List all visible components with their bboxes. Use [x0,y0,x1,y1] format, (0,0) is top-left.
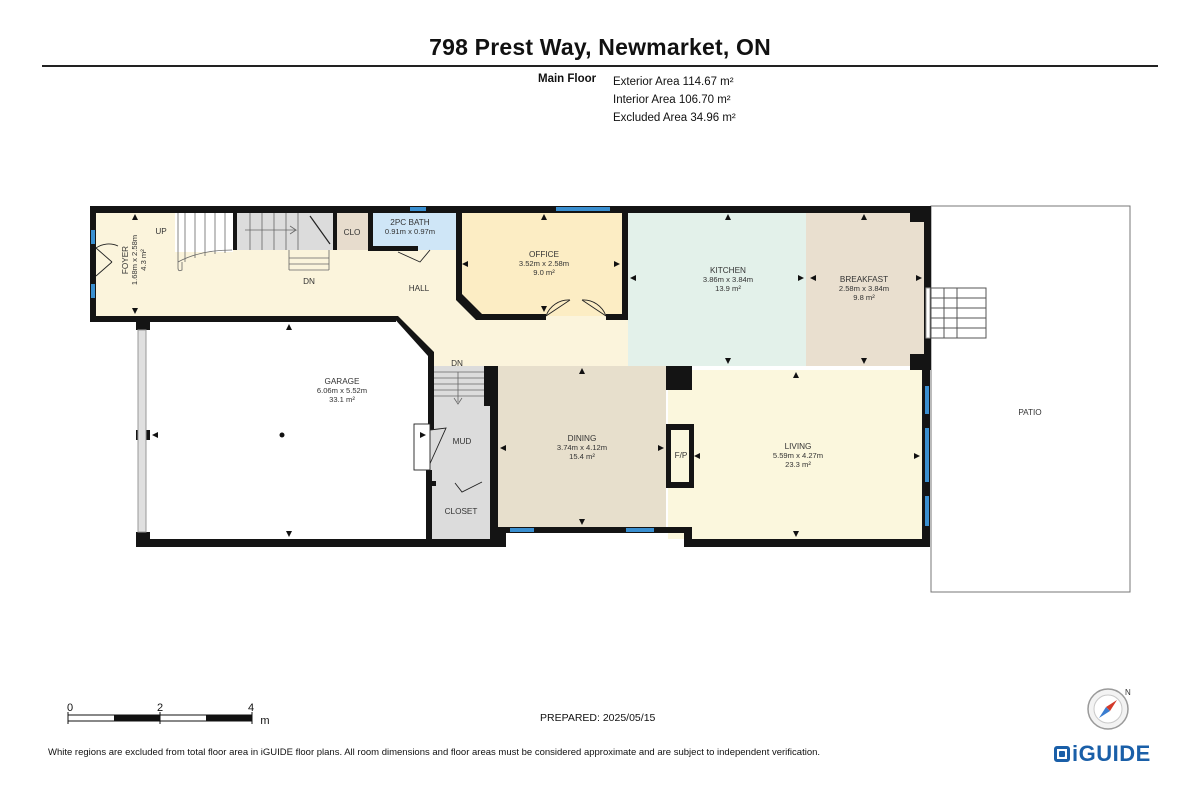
brand-name: iGUIDE [1072,741,1151,766]
kitchen-dims: 3.86m x 3.84m [703,275,753,284]
kitchen-fill [628,212,806,366]
dimension-arrows [132,214,922,537]
dining-fill [498,366,666,529]
exterior-area: Exterior Area 114.67 m² [613,76,734,88]
hall-fill-lower [395,316,665,366]
scale-tick-4: 4 [248,702,254,714]
stair-upper-fill [237,212,333,250]
door-swings [95,243,607,493]
svg-text:1.68m x 2.58m: 1.68m x 2.58m [130,235,139,285]
page-title: 798 Prest Way, Newmarket, ON [429,34,771,60]
stair-foyer-fill [175,212,233,252]
mud-fill [430,407,492,483]
title-divider [42,65,1158,67]
living-label: LIVING [785,442,812,451]
living-area: 23.3 m² [785,460,811,469]
office-area: 9.0 m² [533,268,555,277]
kitchen-label: KITCHEN [710,266,746,275]
clo-fill [337,212,371,250]
stair-dn-lower-label: DN [451,359,463,368]
scale-tick-2: 2 [157,702,163,714]
interior-area: Interior Area 106.70 m² [613,94,731,106]
bath-label: 2PC BATH [390,218,430,227]
brand-mark-icon [1054,746,1070,762]
living-dims: 5.59m x 4.27m [773,451,823,460]
closet-label: CLOSET [445,507,478,516]
svg-text:FOYER: FOYER [121,246,130,274]
living-fill [668,370,924,539]
breakfast-dims: 2.58m x 3.84m [839,284,889,293]
stairs-up [177,212,233,272]
excluded-area: Excluded Area 34.96 m² [613,112,736,124]
patio-outline [930,205,1131,593]
side-door [925,287,931,339]
garage-area: 33.1 m² [329,395,355,404]
garage-door [137,329,147,533]
prepared-date: PREPARED: 2025/05/15 [540,712,656,724]
garage-dims: 6.06m x 5.52m [317,386,367,395]
dining-dims: 3.74m x 4.12m [557,443,607,452]
garage-label: GARAGE [324,377,360,386]
foyer-fill [92,209,175,317]
scale-bar: 0 2 4 m [67,702,270,727]
breakfast-fill [806,212,924,366]
patio-label: PATIO [1018,408,1041,417]
fireplace-label: F/P [675,451,688,460]
compass-icon: N [1087,688,1131,730]
dining-label: DINING [568,434,597,443]
office-dims: 3.52m x 2.58m [519,259,569,268]
area-summary: Exterior Area 114.67 m² Interior Area 10… [613,73,736,127]
closet-fill [430,483,492,541]
foyer-label: FOYER 1.68m x 2.58m 4.3 m² [121,235,148,285]
scale-unit: m [260,715,269,727]
scale-tick-0: 0 [67,702,73,714]
hall-label: HALL [409,284,430,293]
patio-stairs [930,287,987,339]
clo-label: CLO [344,228,361,237]
bath-fill [372,212,458,250]
bath-dims: 0.91m x 0.97m [385,227,435,236]
breakfast-area: 9.8 m² [853,293,875,302]
floor-label: Main Floor [538,73,597,85]
compass-north-label: N [1125,688,1131,697]
kitchen-area: 13.9 m² [715,284,741,293]
dining-area: 15.4 m² [569,452,595,461]
stairs-dn-upper [245,212,331,271]
windows [91,207,929,532]
brand-logo: iGUIDE [1054,741,1151,767]
disclaimer-text: White regions are excluded from total fl… [48,747,821,758]
stair-dn-upper-label: DN [303,277,315,286]
office-fill [460,212,624,316]
mud-label: MUD [453,437,472,446]
office-label: OFFICE [529,250,560,259]
breakfast-label: BREAKFAST [840,275,888,284]
svg-text:4.3 m²: 4.3 m² [139,249,148,271]
stairs-dn-lower [432,371,484,405]
stair-up-label: UP [155,227,167,236]
